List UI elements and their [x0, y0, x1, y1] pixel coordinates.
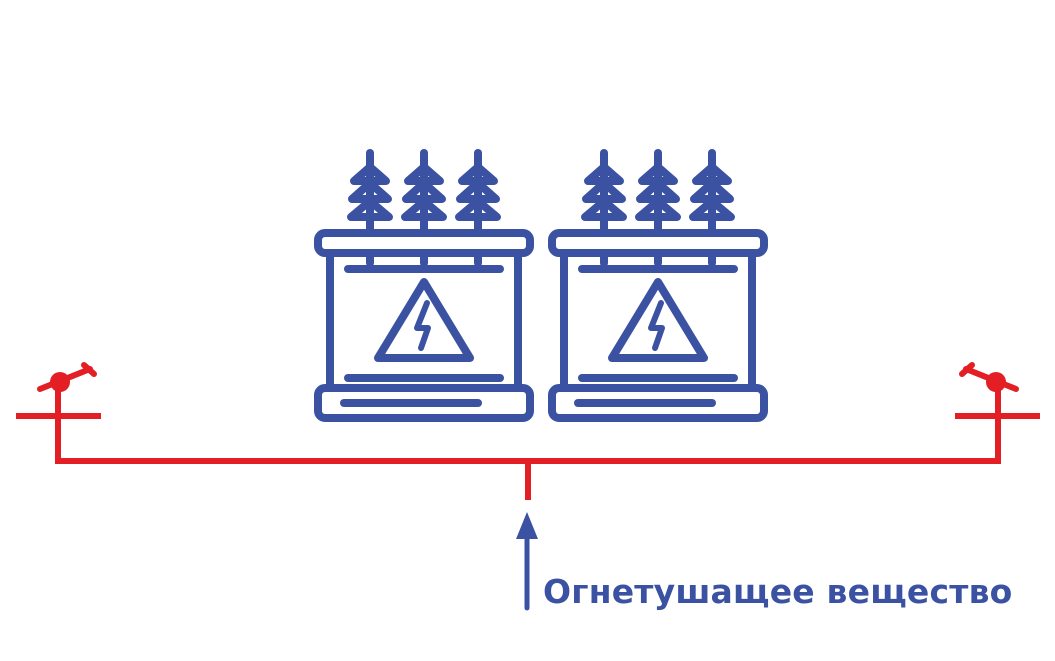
sprinkler-nozzle-icon [959, 362, 1019, 410]
transformer-icon [318, 153, 530, 418]
pipe-network [16, 400, 1040, 500]
sprinkler-nozzle-icon [37, 362, 97, 410]
arrow-up-icon [516, 512, 538, 611]
agent-label: Огнетушащее вещество [543, 572, 1013, 611]
transformer-icon [552, 153, 764, 418]
